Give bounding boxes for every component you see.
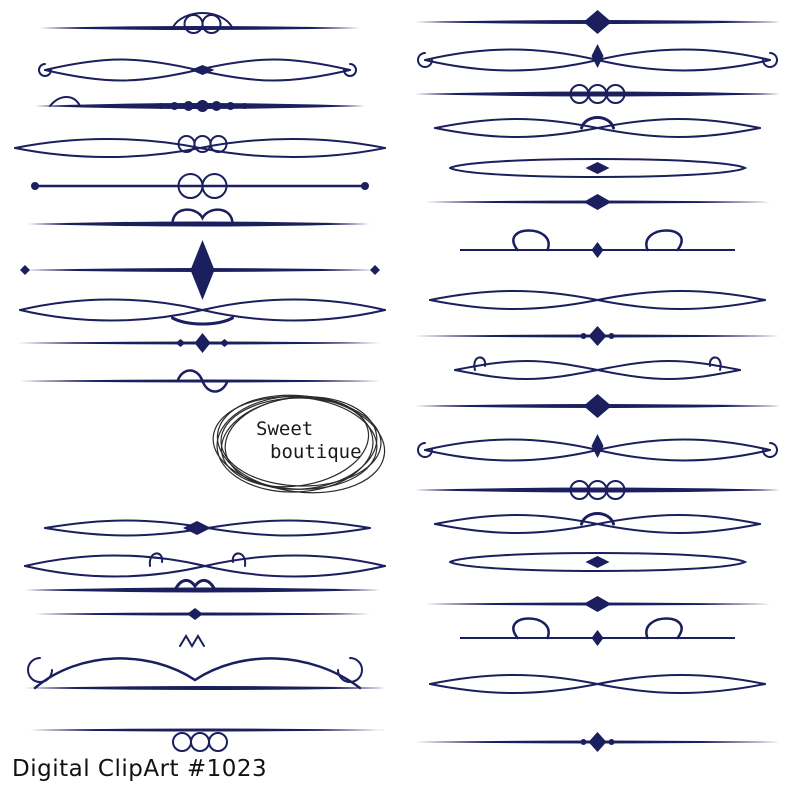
divider-ornament: [449, 552, 748, 572]
divider-ornament: [40, 12, 360, 34]
divider-ornament: [429, 674, 766, 694]
divider-ornament: [44, 519, 371, 537]
divider-ornament: [460, 229, 735, 258]
divider-ornament: [415, 732, 780, 752]
divider-ornament: [20, 369, 380, 393]
divider-ornament: [415, 394, 780, 418]
divider-ornament: [19, 298, 386, 326]
divider-ornament: [35, 608, 370, 620]
divider-ornament: [454, 356, 741, 380]
divider-ornament: [38, 58, 357, 82]
logo-line-boutique: boutique: [270, 441, 362, 463]
ornaments-right: [415, 10, 780, 752]
divider-ornament: [449, 158, 748, 178]
divider-ornament: [31, 173, 369, 199]
divider-ornament: [24, 552, 386, 578]
divider-ornament: [415, 84, 780, 104]
divider-ornament: [429, 290, 766, 310]
footer-caption: Digital ClipArt #1023: [12, 756, 268, 782]
divider-ornament: [25, 579, 380, 593]
logo-line-sweet: Sweet: [256, 418, 314, 440]
divider-ornament: [415, 326, 780, 346]
divider-ornament: [417, 44, 778, 72]
divider-ornament: [415, 480, 780, 500]
divider-ornament: [35, 96, 365, 112]
logo-scribble-circle: [212, 394, 386, 494]
divider-ornament: [460, 617, 735, 646]
divider-ornament: [25, 634, 385, 690]
divider-ornament: [425, 596, 770, 612]
divider-ornament: [30, 728, 385, 752]
logo-text: Sweet boutique: [248, 418, 378, 464]
divider-ornament: [425, 194, 770, 210]
divider-ornament: [18, 333, 380, 353]
divider-ornament: [434, 116, 761, 138]
divider-ornament: [417, 434, 778, 462]
divider-ornament: [20, 240, 380, 300]
divider-ornament: [415, 10, 780, 34]
divider-ornament: [434, 512, 761, 534]
ornaments-left-top: [14, 12, 386, 393]
ornaments-left-bottom: [24, 519, 386, 752]
divider-ornament: [28, 208, 370, 227]
divider-ornament: [14, 135, 386, 158]
